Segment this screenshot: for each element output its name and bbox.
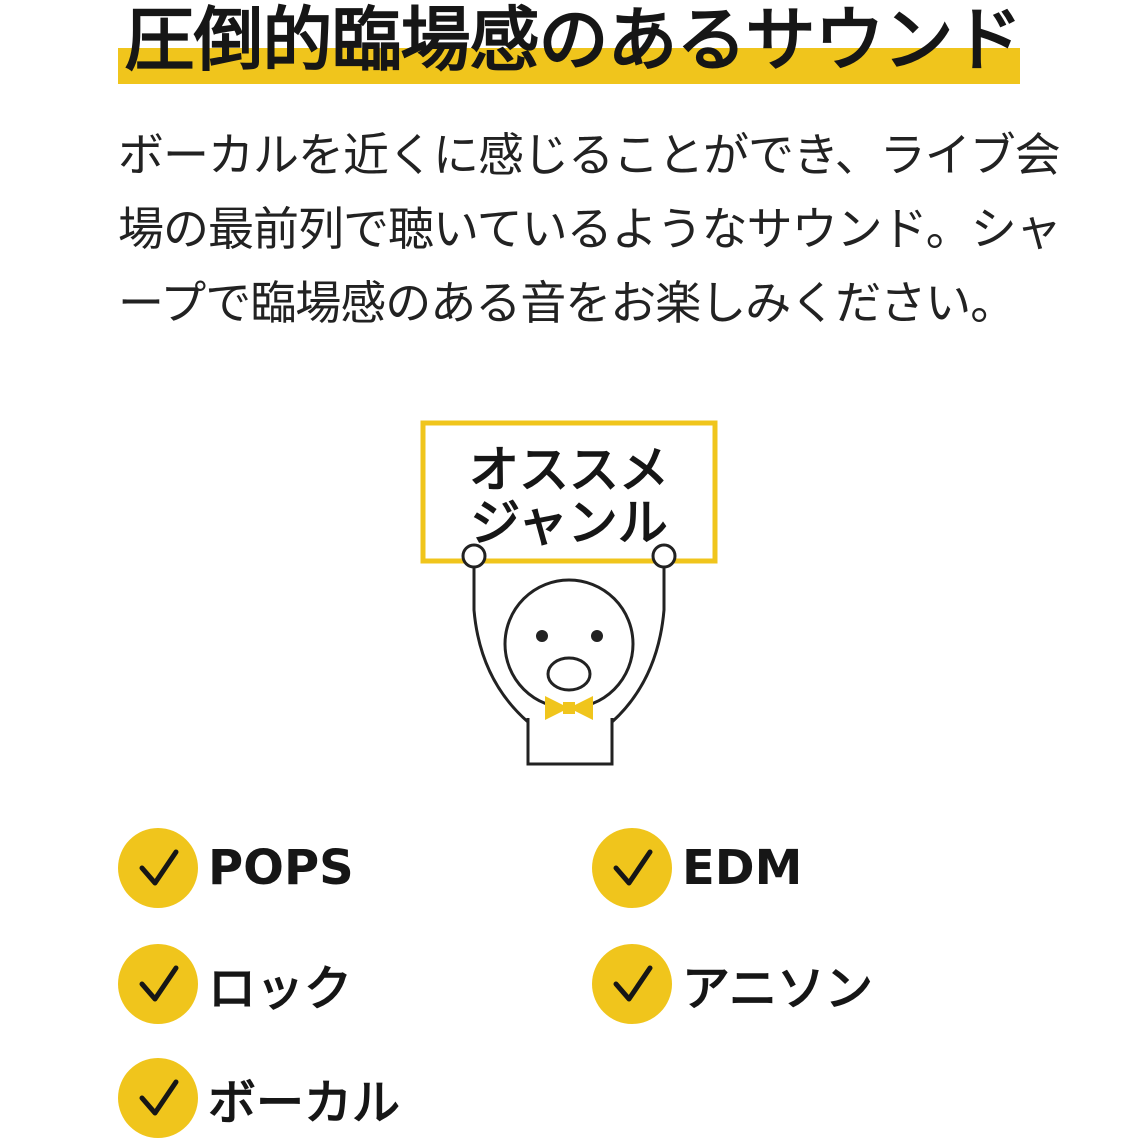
description: ボーカルを近くに感じることができ、ライブ会 場の最前列で聴いているようなサウンド…	[118, 118, 1062, 340]
genre-label: ボーカル	[208, 1075, 401, 1131]
genre-item: アニソン	[592, 942, 873, 1026]
check-icon	[592, 944, 672, 1024]
genre-item: ロック	[118, 942, 352, 1026]
mascot-body	[526, 718, 614, 766]
genre-item: POPS	[118, 826, 354, 910]
right-arm	[610, 568, 666, 724]
bow-tie-knot	[563, 702, 575, 714]
title-highlight-bar	[118, 48, 1020, 84]
bow-tie-left	[545, 696, 569, 720]
left-arm	[472, 568, 529, 724]
mascot-mouth	[546, 656, 592, 692]
bow-tie-right	[569, 696, 593, 720]
right-hand	[651, 543, 677, 569]
genre-label: アニソン	[682, 961, 874, 1017]
sign-text-line: ジャンル	[470, 494, 668, 552]
genre-label: EDM	[682, 840, 803, 896]
check-icon	[592, 828, 672, 908]
check-icon	[118, 828, 198, 908]
check-icon	[118, 1058, 198, 1138]
check-icon	[118, 944, 198, 1024]
description-line: ープで臨場感のある音をお楽しみください。	[118, 276, 1016, 330]
description-line: ボーカルを近くに感じることができ、ライブ会	[118, 128, 1061, 182]
page-title: 圧倒的臨場感のあるサウンド	[124, 0, 1023, 81]
sign-board	[420, 420, 718, 564]
sign-text-line: オススメ	[469, 441, 669, 499]
genre-item: ボーカル	[118, 1056, 400, 1140]
genre-item: EDM	[592, 826, 802, 910]
genre-label: POPS	[208, 840, 354, 896]
genre-label: ロック	[208, 961, 353, 1017]
left-hand	[461, 543, 487, 569]
mascot-holding-sign-icon: オススメ ジャンル	[420, 420, 718, 766]
description-line: 場の最前列で聴いているようなサウンド。シャ	[118, 202, 1062, 256]
left-eye	[536, 630, 548, 642]
right-eye	[591, 630, 603, 642]
